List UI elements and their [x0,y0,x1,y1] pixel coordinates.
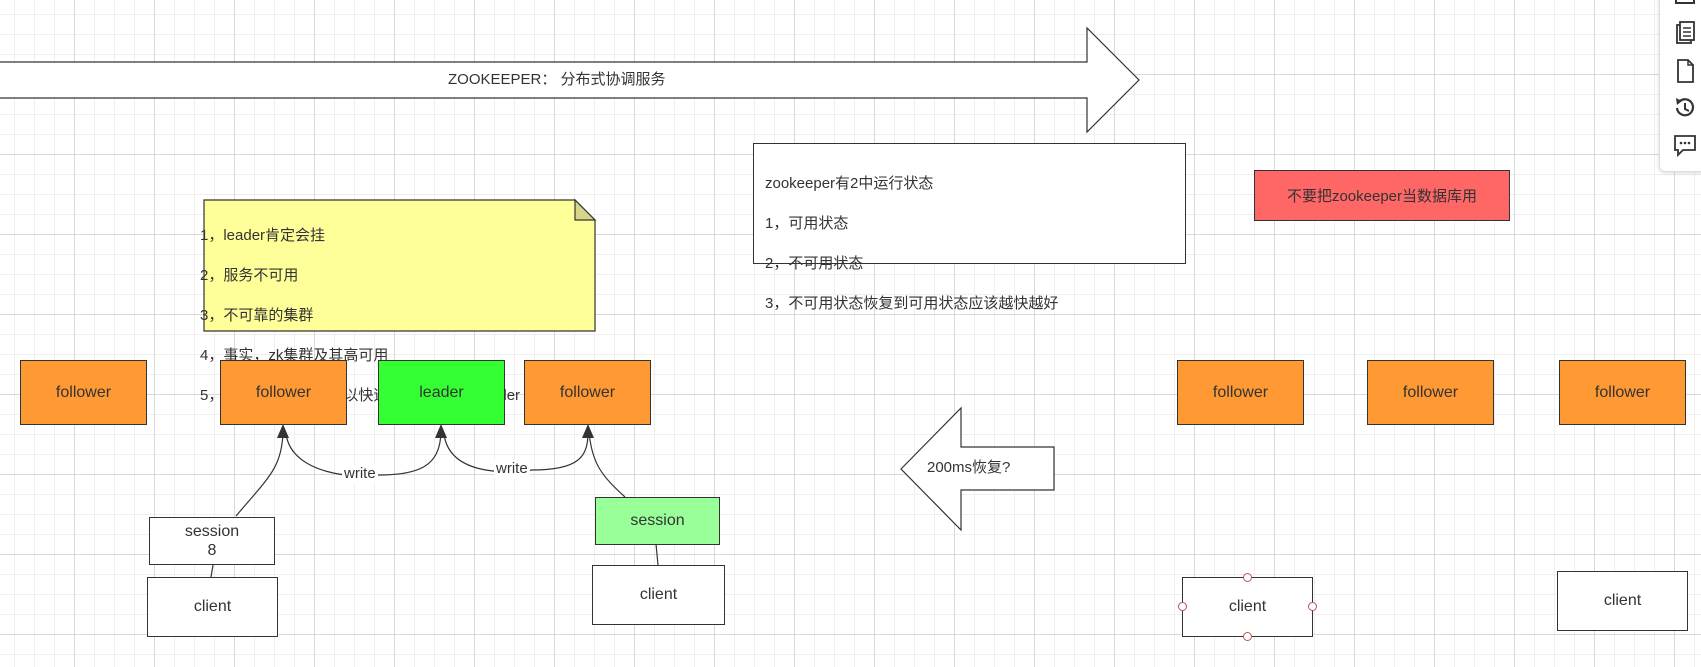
selection-handle-left[interactable] [1178,602,1187,611]
info-box-line-1: 1，可用状态 [765,215,849,232]
right-follower-3-label: follower [1594,383,1651,401]
right-follower-1[interactable]: follower [1177,360,1304,425]
info-box-title: zookeeper有2中运行状态 [765,175,934,192]
client-right-label: client [639,586,678,603]
session-box-right-label: session [630,512,685,529]
left-follower-3[interactable]: follower [524,360,651,425]
history-icon[interactable] [1672,95,1698,121]
recovery-arrow-label: 200ms恢复? [927,459,1011,476]
session-box-left-line-1: session [184,523,240,540]
banner-label: ZOOKEEPER： 分布式协调服务 [448,71,666,88]
left-leader-label: leader [419,383,464,401]
left-follower-2[interactable]: follower [220,360,347,425]
recovery-arrow-shape[interactable] [900,406,1055,532]
edge-session-to-client-left[interactable] [210,564,214,578]
side-toolbar [1659,0,1701,172]
comment-icon[interactable] [1672,132,1698,158]
export-icon[interactable] [1672,0,1698,17]
pages-icon[interactable] [1672,20,1698,46]
arrowhead-follower-right [582,424,594,438]
right-follower-2-label: follower [1402,383,1459,401]
left-follower-2-label: follower [255,383,312,401]
client-right[interactable]: client [592,565,725,625]
left-follower-1[interactable]: follower [20,360,147,425]
client-selected-label: client [1228,598,1267,615]
edge-label-write-right: write [494,460,530,478]
session-box-right[interactable]: session [595,497,720,545]
note-line-4: 4，事实，zk集群及其高可用 [200,347,389,364]
right-follower-2[interactable]: follower [1367,360,1494,425]
alert-box-label: 不要把zookeeper当数据库用 [1286,188,1478,205]
client-selected[interactable]: client [1182,577,1313,637]
note-fold [574,198,597,221]
left-leader[interactable]: leader [378,360,505,425]
edge-session-to-follower-right[interactable] [588,431,626,498]
selection-handle-bottom[interactable] [1243,632,1252,641]
left-follower-3-label: follower [559,383,616,401]
session-box-left-line-2: 8 [207,542,217,559]
edge-label-write-left: write [342,465,378,483]
edge-leader-follower-right[interactable] [443,431,589,473]
info-box-line-3: 3，不可用状态恢复到可用状态应该越快越好 [765,295,1059,312]
banner-arrow[interactable] [0,26,1140,134]
client-far[interactable]: client [1557,571,1688,631]
note-line-3: 3，不可靠的集群 [200,307,314,324]
edge-session-to-client-right[interactable] [655,543,659,566]
note-line-2: 2，服务不可用 [200,267,299,284]
note-line-1: 1，leader肯定会挂 [200,227,326,244]
session-box-left[interactable]: session 8 [149,517,275,565]
note-shape[interactable] [203,199,596,332]
info-box[interactable]: zookeeper有2中运行状态 1，可用状态 2，不可用状态 3，不可用状态恢… [753,143,1186,312]
selection-handle-right[interactable] [1308,602,1317,611]
left-follower-1-label: follower [55,383,112,401]
arrowhead-leader [435,424,447,438]
info-box-line-2: 2，不可用状态 [765,255,864,272]
alert-box[interactable]: 不要把zookeeper当数据库用 [1254,170,1510,221]
right-follower-1-label: follower [1212,383,1269,401]
selection-handle-top[interactable] [1243,573,1252,582]
arrowhead-follower-left [277,424,289,438]
client-left-label: client [193,598,232,615]
page-icon[interactable] [1672,58,1698,84]
client-far-label: client [1603,592,1642,609]
edge-session-to-follower[interactable] [235,431,284,517]
right-follower-3[interactable]: follower [1559,360,1686,425]
client-left[interactable]: client [147,577,278,637]
